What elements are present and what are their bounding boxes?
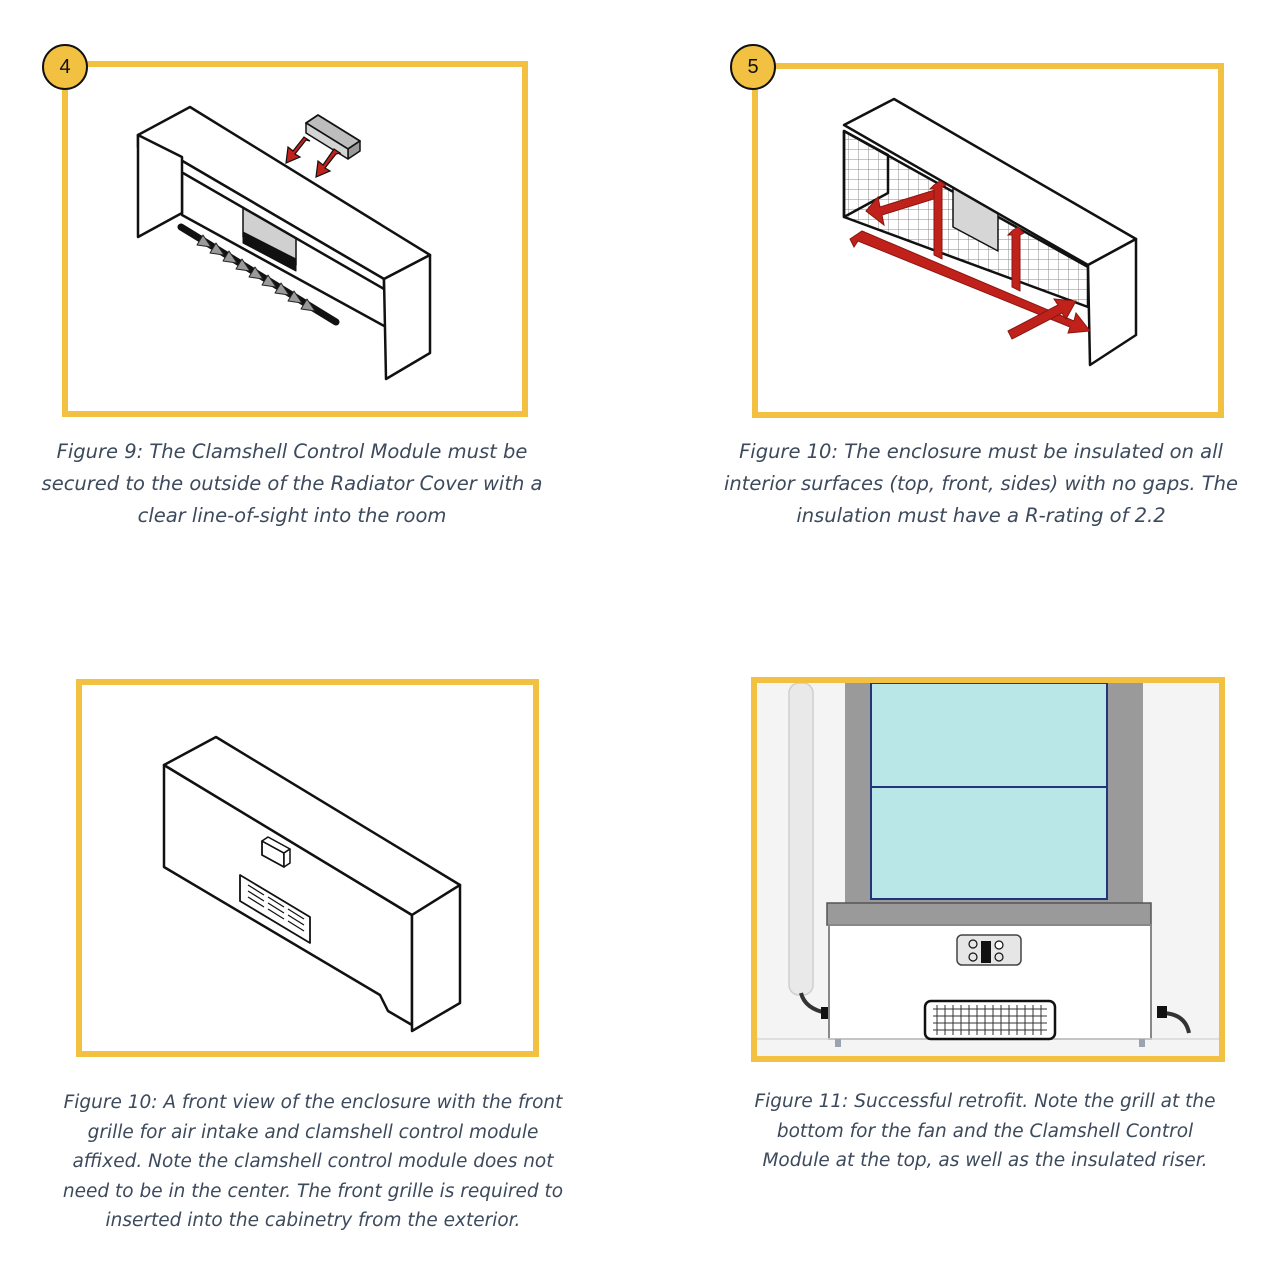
figure-9-frame (62, 61, 528, 417)
figure-10-insulation-frame (752, 63, 1224, 418)
closed-enclosure-illustration (162, 735, 462, 1033)
insulation-left (842, 129, 890, 219)
insulated-enclosure-illustration (842, 97, 1138, 367)
enclosure-right-side (1086, 237, 1138, 367)
front-grille (239, 874, 311, 944)
window-glass-upper (870, 683, 1108, 788)
window-glass-lower (870, 786, 1108, 900)
step-5-badge: 5 (730, 44, 776, 90)
step-4-badge: 4 (42, 44, 88, 90)
placement-arrows (285, 136, 342, 178)
figure-9-caption: Figure 9: The Clamshell Control Module m… (41, 440, 543, 527)
figure-10-insulation-caption: Figure 10: The enclosure must be insulat… (723, 440, 1239, 527)
radiator-fins (196, 234, 316, 312)
figure-11-caption: Figure 11: Successful retrofit. Note the… (754, 1091, 1216, 1171)
insulated-riser (788, 683, 814, 996)
cover-left-side (136, 133, 184, 239)
enclosure-right-side (410, 883, 462, 1033)
figure-10-front-view-caption: Figure 10: A front view of the enclosure… (62, 1092, 564, 1231)
figure-10-front-view-frame (76, 679, 539, 1057)
fan-grille-mesh (933, 1005, 1047, 1035)
window-sill (826, 902, 1152, 926)
airflow-arrows (849, 180, 1091, 340)
radiator-cover-illustration (136, 105, 432, 381)
grille-slats (247, 884, 305, 932)
retrofit-illustration (757, 683, 1219, 1056)
cover-right-side (382, 253, 432, 381)
figure-11-frame (751, 677, 1225, 1062)
